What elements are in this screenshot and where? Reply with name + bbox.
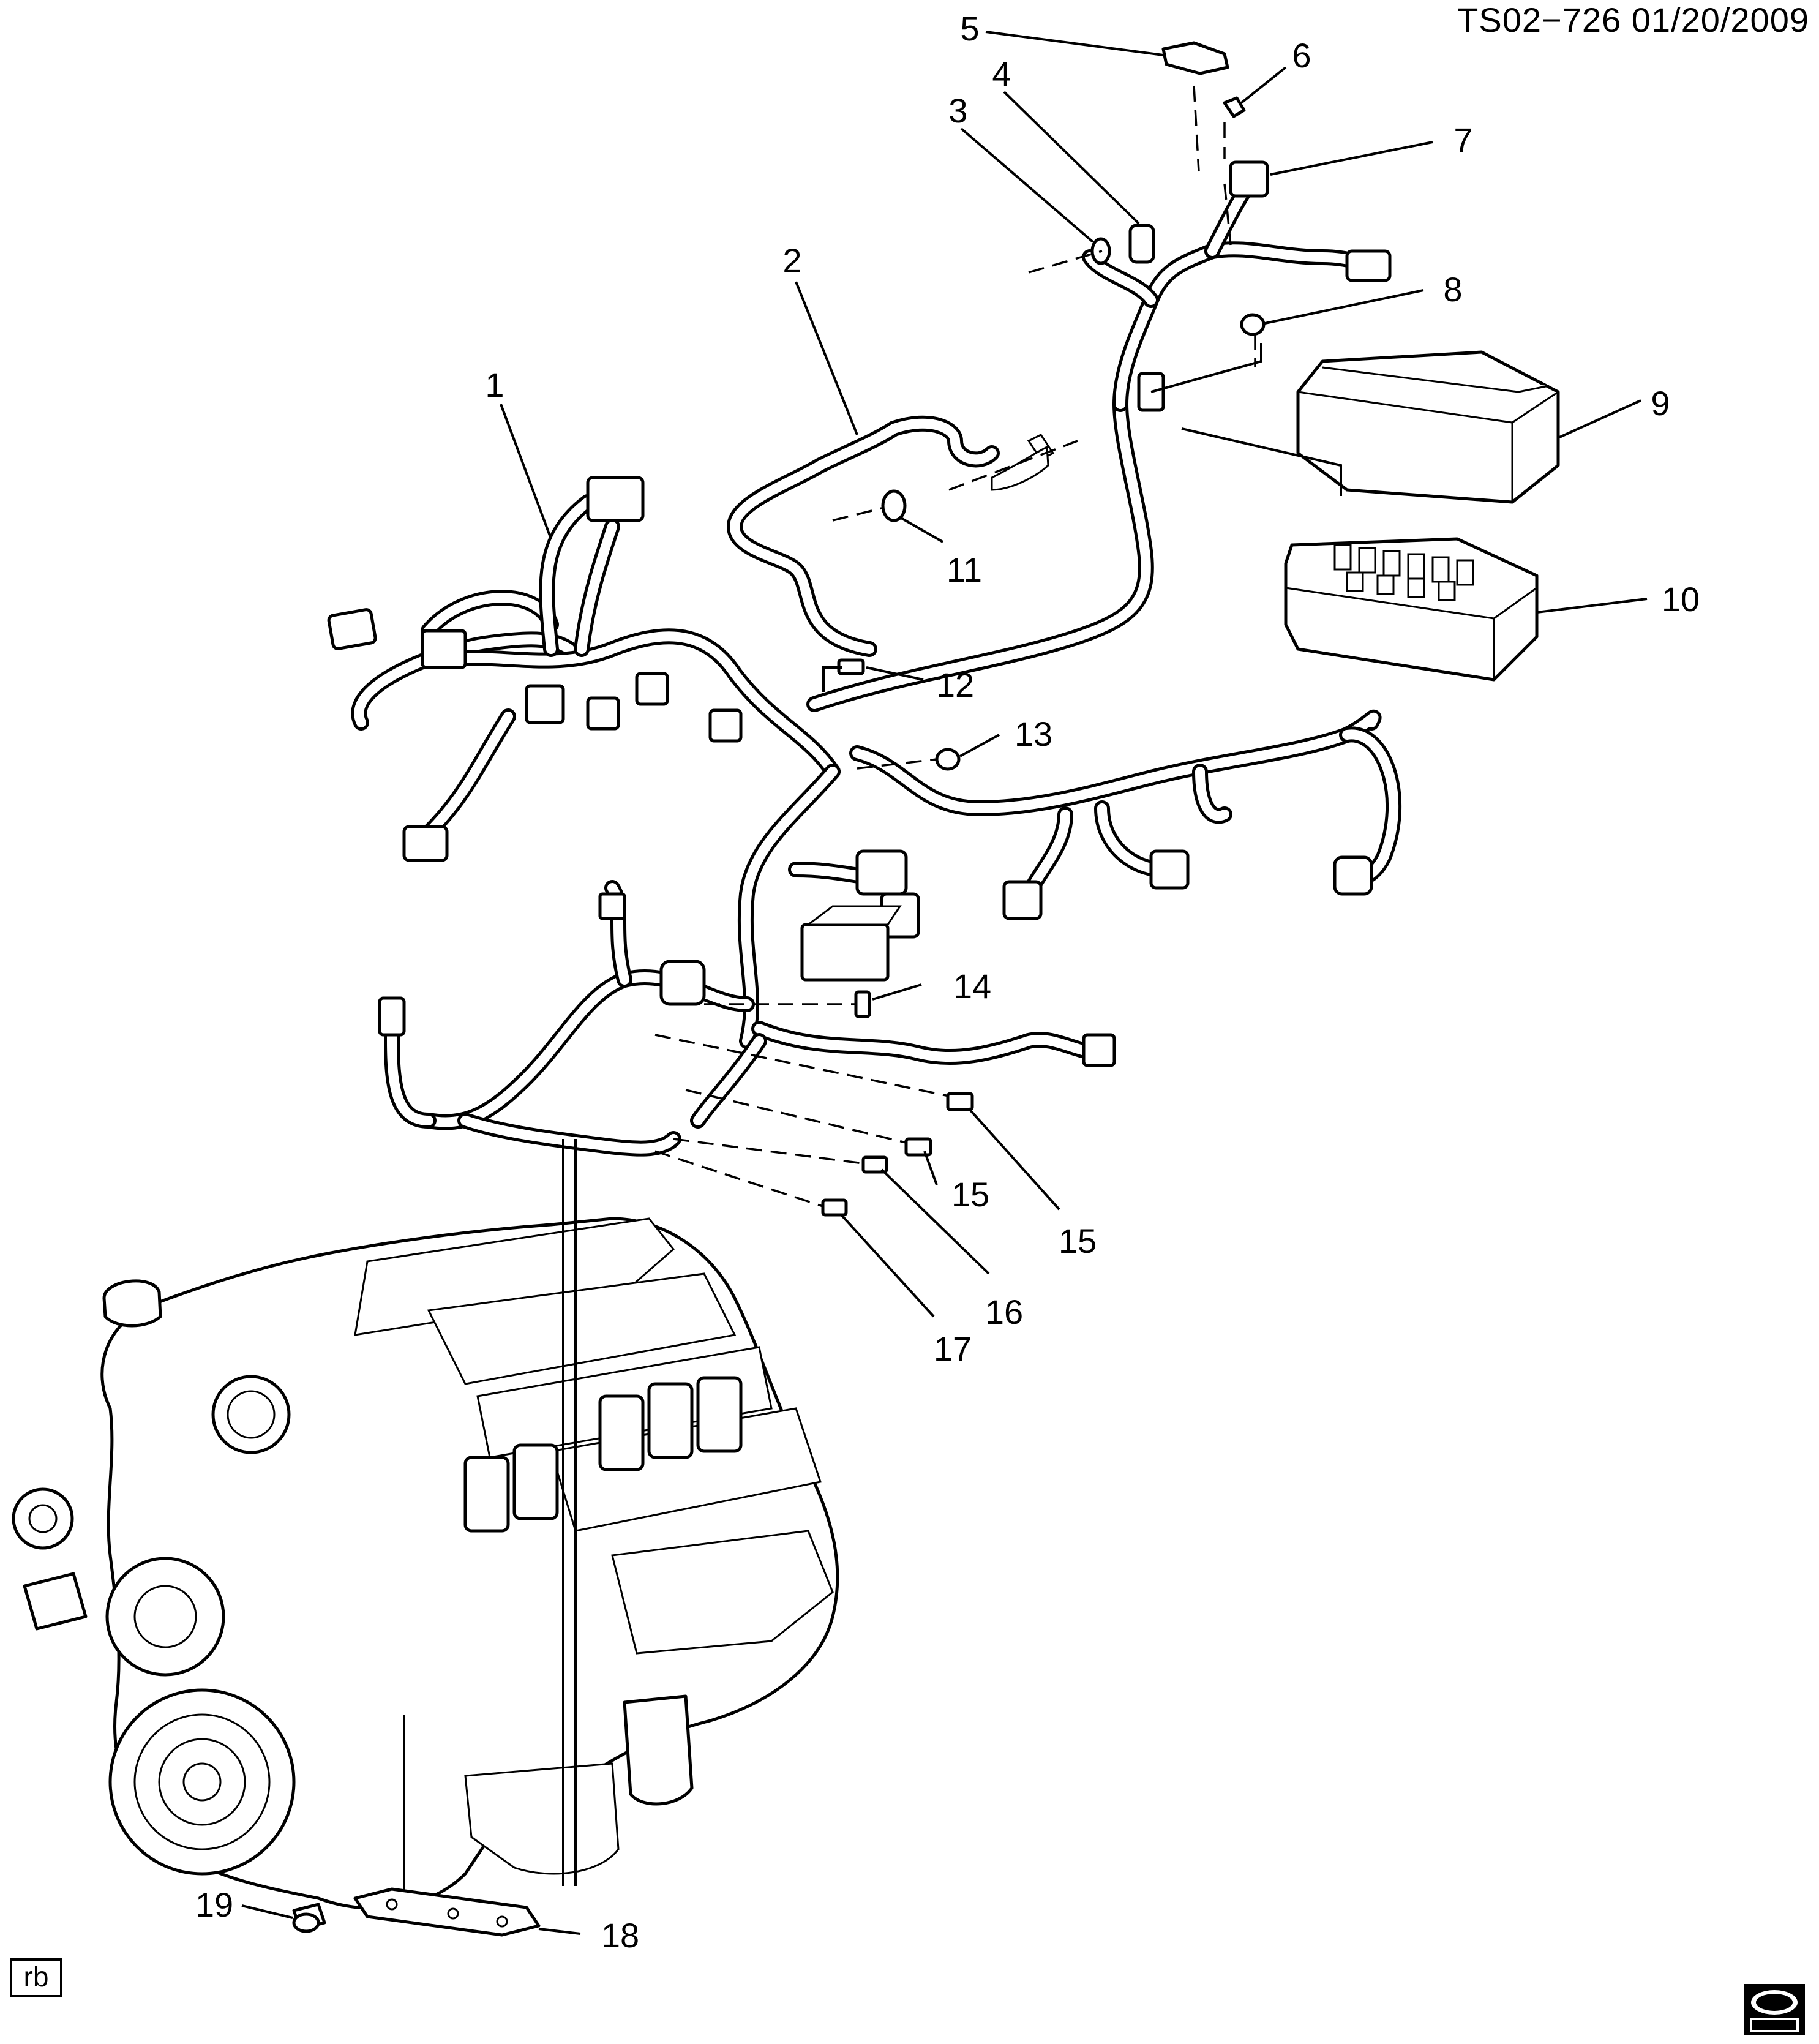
svg-text:15: 15 — [1059, 1222, 1097, 1260]
svg-text:3: 3 — [948, 91, 967, 130]
callout-10: 10 — [1536, 580, 1700, 618]
fuse-block-cover — [1296, 350, 1560, 504]
callout-18: 18 — [538, 1916, 639, 1955]
svg-text:15: 15 — [951, 1175, 989, 1214]
engine-wiring-harness — [351, 494, 1402, 1157]
callout-16: 16 — [880, 1168, 1023, 1331]
svg-text:5: 5 — [960, 9, 979, 48]
svg-text:17: 17 — [934, 1329, 972, 1368]
svg-text:16: 16 — [985, 1293, 1023, 1331]
bracket-bolt — [292, 1903, 326, 1933]
svg-text:7: 7 — [1453, 121, 1472, 159]
callout-6: 6 — [1239, 36, 1311, 105]
callout-19: 19 — [195, 1885, 293, 1924]
callout-15b: 15 — [967, 1107, 1097, 1260]
harness-bracket — [353, 1887, 541, 1937]
harness-connectors — [327, 476, 1373, 1067]
diagram-id-label: TS02−726 01/20/2009 — [1457, 1, 1809, 39]
engine-assembly — [12, 1217, 839, 1910]
svg-text:9: 9 — [1651, 384, 1670, 423]
callout-17: 17 — [841, 1214, 972, 1368]
callout-14: 14 — [872, 967, 991, 1005]
callout-3: 3 — [948, 91, 1094, 243]
svg-text:8: 8 — [1443, 270, 1462, 309]
small-parts-top — [821, 41, 1266, 1217]
svg-text:4: 4 — [992, 54, 1011, 93]
initials-tag: rb — [10, 1958, 62, 1997]
callout-4: 4 — [992, 54, 1140, 225]
svg-text:11: 11 — [947, 550, 982, 589]
svg-text:10: 10 — [1662, 580, 1700, 618]
gm-spo-logo — [1744, 1984, 1805, 2035]
callout-7: 7 — [1270, 121, 1473, 176]
callout-5: 5 — [960, 9, 1164, 56]
svg-text:13: 13 — [1015, 715, 1052, 753]
svg-text:6: 6 — [1292, 36, 1311, 75]
svg-text:14: 14 — [953, 967, 991, 1005]
callout-12: 12 — [866, 666, 974, 704]
callout-13: 13 — [959, 715, 1052, 757]
callout-1: 1 — [485, 366, 552, 539]
callout-9: 9 — [1558, 384, 1670, 439]
alignment-lines — [403, 85, 1342, 1892]
callout-15a: 15 — [923, 1151, 989, 1214]
svg-text:12: 12 — [936, 666, 974, 704]
callouts: 1 2 3 4 5 6 7 8 — [195, 9, 1700, 1955]
svg-text:2: 2 — [782, 241, 801, 280]
svg-text:1: 1 — [485, 366, 504, 404]
fuse-block — [1284, 537, 1539, 682]
battery-cable-harness — [727, 160, 1392, 712]
callout-11: 11 — [899, 516, 982, 589]
svg-text:rb: rb — [24, 1961, 49, 1993]
callout-8: 8 — [1264, 270, 1463, 325]
svg-text:18: 18 — [601, 1916, 639, 1955]
callout-2: 2 — [782, 241, 858, 435]
svg-text:19: 19 — [195, 1885, 233, 1924]
